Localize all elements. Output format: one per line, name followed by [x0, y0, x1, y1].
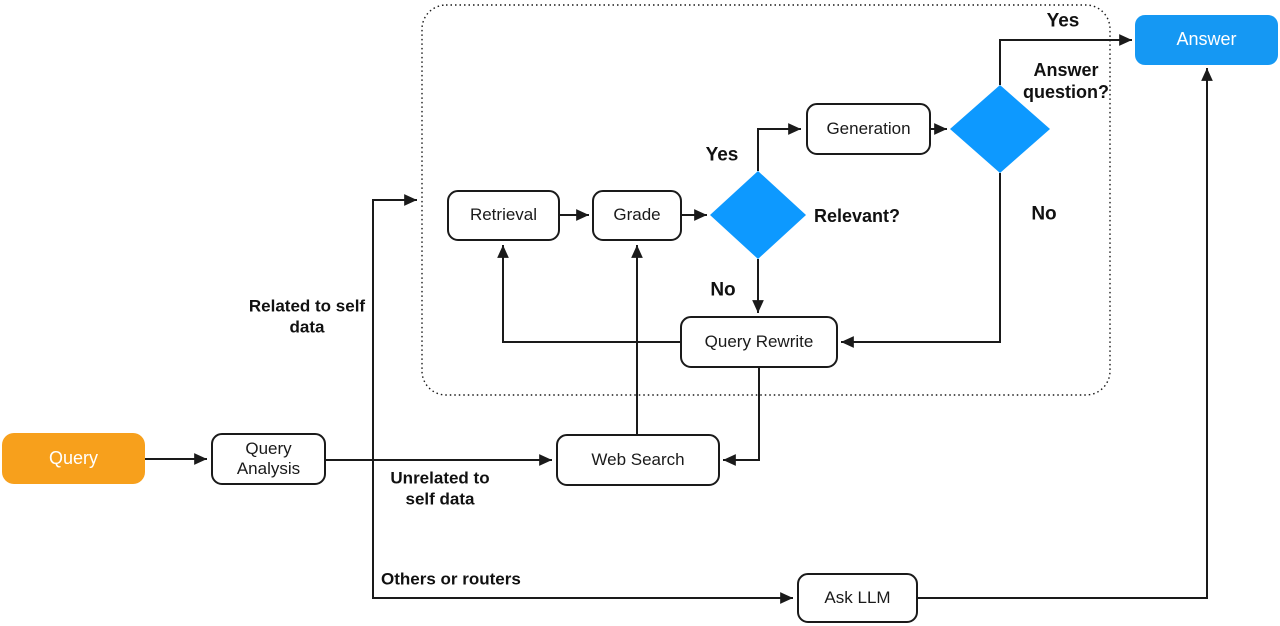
answer-node: Answer — [1135, 15, 1278, 65]
edge-relevant-yes-to-generation — [757, 123, 801, 171]
query-node: Query — [2, 433, 145, 484]
query-rewrite-node: Query Rewrite — [680, 316, 838, 368]
label-relevant-no: No — [710, 279, 736, 301]
edge-ask-llm-to-answer — [918, 68, 1213, 599]
label-answer-question-yes: Yes — [1046, 10, 1080, 32]
label-answer-question-no: No — [1031, 203, 1057, 225]
label-related-to-self-data: Related to self data — [248, 296, 366, 336]
query-analysis-node: Query Analysis — [211, 433, 326, 485]
retrieval-node: Retrieval — [447, 190, 560, 241]
rag-loop-dotted-container — [421, 4, 1111, 396]
label-relevant-yes: Yes — [705, 144, 739, 166]
generation-node: Generation — [806, 103, 931, 155]
edge-related-to-rag-container — [372, 194, 417, 460]
edge-answer-question-no-to-query-rewrite — [841, 173, 1001, 348]
grade-node: Grade — [592, 190, 682, 241]
label-relevant-question: Relevant? — [814, 206, 901, 227]
relevant-decision-diamond — [710, 171, 806, 259]
answer-question-decision-diamond — [950, 85, 1050, 173]
edge-query-rewrite-to-retrieval — [497, 244, 680, 343]
edge-query-rewrite-to-web-search — [723, 368, 760, 466]
web-search-node: Web Search — [556, 434, 720, 486]
label-unrelated-to-self-data: Unrelated to self data — [390, 468, 490, 508]
label-others-or-routers: Others or routers — [381, 569, 521, 589]
edge-answer-question-yes-to-answer — [999, 34, 1132, 85]
label-answer-question: Answer question? — [1023, 60, 1109, 102]
edge-others-to-ask-llm — [372, 460, 793, 604]
ask-llm-node: Ask LLM — [797, 573, 918, 623]
